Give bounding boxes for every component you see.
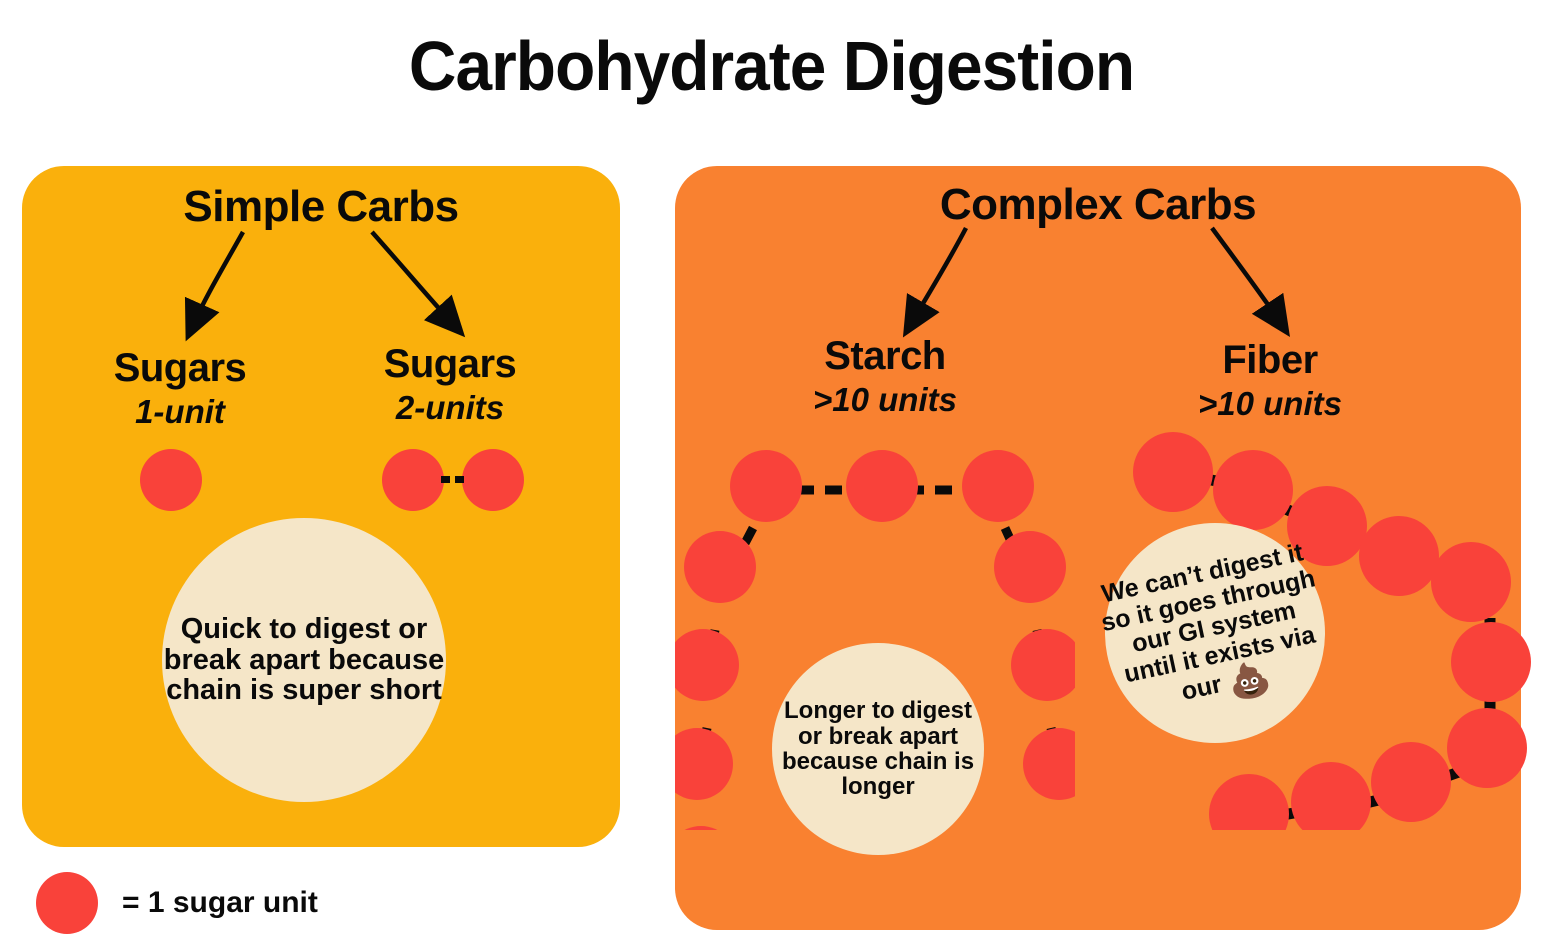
node-label-sugars-1: Sugars xyxy=(113,346,247,390)
info-bubble-fiber: We can’t digest it so it goes through ou… xyxy=(1099,523,1325,743)
sugar-bond-dash xyxy=(441,476,465,483)
node-units-fiber: >10 units xyxy=(1198,385,1342,422)
node-sugars-1-unit: Sugars 1-unit xyxy=(80,348,280,436)
node-fiber: Fiber >10 units xyxy=(1165,340,1375,428)
info-bubble-fiber-text: We can’t digest it so it goes through ou… xyxy=(1092,538,1338,728)
node-label-fiber: Fiber xyxy=(1222,338,1318,382)
node-units-sugars-1: 1-unit xyxy=(135,393,225,430)
heading-complex-carbs: Complex Carbs xyxy=(939,180,1257,229)
legend: = 1 sugar unit xyxy=(36,872,318,934)
info-bubble-starch: Longer to digest or break apart because … xyxy=(772,643,984,855)
sugar-unit-dot xyxy=(140,449,202,511)
node-label-sugars-2: Sugars xyxy=(383,342,517,386)
info-bubble-starch-text: Longer to digest or break apart because … xyxy=(781,697,975,801)
info-bubble-simple-text: Quick to digest or break apart because c… xyxy=(163,613,445,707)
sugar-unit-dot xyxy=(462,449,524,511)
info-bubble-fiber-sentence: We can’t digest it so it goes through ou… xyxy=(1098,538,1318,707)
sugar-unit-dot xyxy=(382,449,444,511)
page-title: Carbohydrate Digestion xyxy=(408,27,1135,105)
legend-swatch-sugar-unit xyxy=(36,872,98,934)
info-bubble-simple: Quick to digest or break apart because c… xyxy=(162,518,446,802)
poop-emoji-icon: 💩 xyxy=(1224,658,1275,705)
legend-label: = 1 sugar unit xyxy=(122,886,318,919)
heading-simple-carbs: Simple Carbs xyxy=(183,182,459,231)
node-sugars-2-units: Sugars 2-units xyxy=(350,344,550,432)
node-starch: Starch >10 units xyxy=(780,336,990,424)
node-label-starch: Starch xyxy=(824,334,946,378)
node-units-starch: >10 units xyxy=(813,381,957,418)
node-units-sugars-2: 2-units xyxy=(395,389,505,426)
